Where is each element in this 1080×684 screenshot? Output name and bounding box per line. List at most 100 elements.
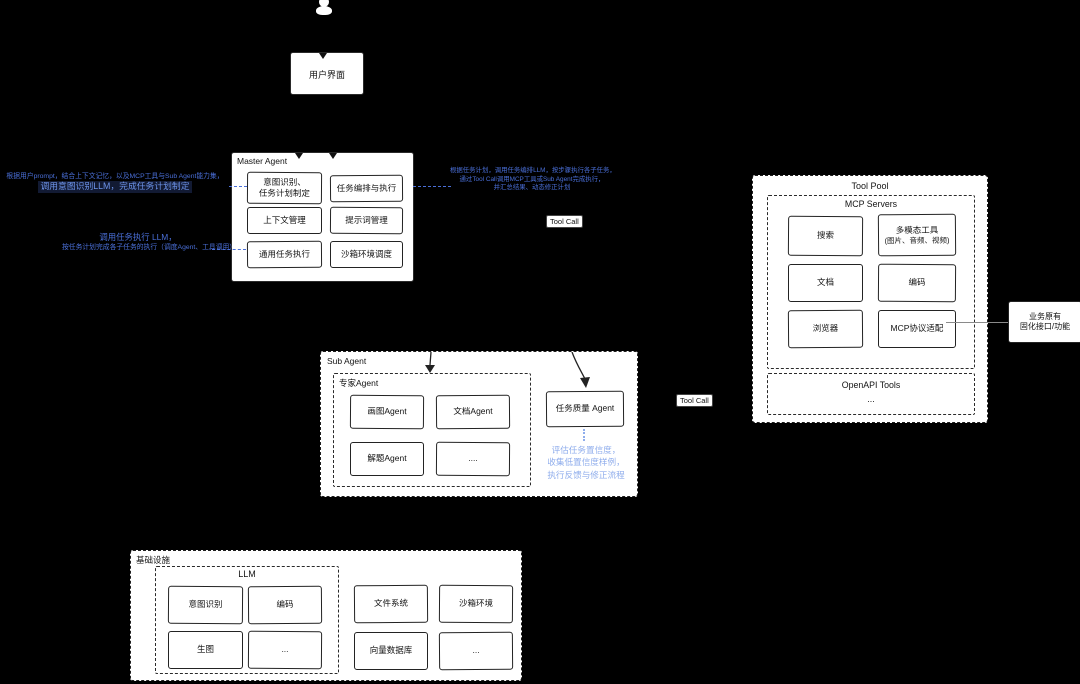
tool-browser: 浏览器 xyxy=(787,309,864,349)
annotation-orchestrate-line2: 通过Tool Call调用MCP工具或Sub Agent完成执行， xyxy=(459,175,605,183)
module-prompt: 提示词管理 xyxy=(329,206,404,235)
annotation-quality-line2: 收集低置信度样例， xyxy=(547,457,625,468)
tool-coding: 编码 xyxy=(877,263,957,303)
annotation-orchestrate-line1: 根据任务计划，调用任务编排LLM，按步骤执行各子任务， xyxy=(450,167,616,174)
tool-document: 文档 xyxy=(788,264,863,302)
arrow-down-icon xyxy=(319,53,327,59)
annotation-quality: 评估任务置信度， 收集低置信度样例， 执行反馈与修正流程 xyxy=(526,444,646,481)
annotation-quality-line1: 评估任务置信度， xyxy=(551,445,621,455)
llm-group: LLM 意图识别 编码 生图 ... xyxy=(155,566,339,674)
mcp-servers-group: MCP Servers 搜索 多模态工具 (图片、音频、视频) 文档 编码 浏览… xyxy=(767,195,975,369)
tool-multimodal: 多模态工具 (图片、音频、视频) xyxy=(877,213,957,257)
tool-pool-container: Tool Pool MCP Servers 搜索 多模态工具 (图片、音频、视频… xyxy=(752,175,988,423)
llm-label: ... xyxy=(281,644,289,655)
arrow-down-icon xyxy=(295,153,303,159)
legacy-label: 固化接口/功能 xyxy=(1019,322,1071,331)
sub-agent-container: Sub Agent 专家Agent 画图Agent 文档Agent 解题Agen… xyxy=(320,351,638,497)
tool-pool-title: Tool Pool xyxy=(851,181,889,191)
openapi-tools-more: ... xyxy=(867,394,875,404)
agent-drawing: 画图Agent xyxy=(349,394,425,430)
module-label: 沙箱环境调度 xyxy=(340,248,392,259)
tool-label: 浏览器 xyxy=(812,323,839,334)
module-general-task: 通用任务执行 xyxy=(246,240,323,269)
infra-label: 文件系统 xyxy=(373,598,409,609)
agent-label: .... xyxy=(468,453,478,464)
llm-intent: 意图识别 xyxy=(167,585,244,625)
tool-call-label: Tool Call xyxy=(546,215,583,228)
module-label: 任务编排与执行 xyxy=(336,182,397,194)
agent-document: 文档Agent xyxy=(435,394,511,430)
llm-more: ... xyxy=(247,630,323,670)
blue-dotted-connector xyxy=(583,429,585,441)
module-label: 提示词管理 xyxy=(345,214,388,226)
expert-agent-title: 专家Agent xyxy=(339,378,379,388)
tool-label: MCP协议适配 xyxy=(890,323,944,334)
tool-label: 搜索 xyxy=(816,230,835,241)
module-intent-plan: 意图识别、 任务计划制定 xyxy=(246,171,323,205)
person-body-icon xyxy=(316,6,332,15)
user-person-icon xyxy=(313,0,335,15)
annotation-execute-line1: 调用任务执行 LLM， xyxy=(99,232,177,242)
tool-search: 搜索 xyxy=(787,215,864,257)
blue-dash-connector xyxy=(229,186,247,187)
llm-title: LLM xyxy=(238,569,256,579)
master-agent-container: Master Agent 意图识别、 任务计划制定 任务编排与执行 上下文管理 … xyxy=(231,152,414,282)
expert-agent-group: 专家Agent 画图Agent 文档Agent 解题Agent .... xyxy=(333,373,531,487)
infrastructure-title: 基础设施 xyxy=(136,555,171,565)
task-quality-agent: 任务质量 Agent xyxy=(545,390,625,428)
legacy-label: 业务原有 xyxy=(1029,311,1061,321)
annotation-plan-line1: 根据用户prompt，结合上下文记忆，以及MCP工具与Sub Agent能力集， xyxy=(6,173,224,180)
user-interface-box: 用户界面 xyxy=(290,52,364,95)
tool-label: (图片、音频、视频) xyxy=(884,235,950,245)
infra-more: ... xyxy=(438,631,514,671)
module-label: 任务计划制定 xyxy=(258,187,310,199)
tool-call-label: Tool Call xyxy=(676,394,713,407)
module-label: 通用任务执行 xyxy=(258,248,311,260)
agent-more: .... xyxy=(435,441,511,477)
module-sandbox-dispatch: 沙箱环境调度 xyxy=(330,241,403,268)
infra-sandbox: 沙箱环境 xyxy=(438,584,514,624)
openapi-tools-title: OpenAPI Tools xyxy=(841,380,901,390)
annotation-orchestrate-line3: 并汇总结果、动态修正计划 xyxy=(493,184,571,192)
llm-image-gen: 生图 xyxy=(168,631,243,669)
llm-label: 意图识别 xyxy=(188,599,223,610)
llm-coding: 编码 xyxy=(247,585,323,625)
user-interface-label: 用户界面 xyxy=(308,70,345,80)
mcp-legacy-connector xyxy=(946,322,1008,323)
blue-dash-connector xyxy=(212,249,246,250)
annotation-execute: 调用任务执行 LLM， 按任务计划完成各子任务的执行（调度Agent、工具调用） xyxy=(62,232,237,252)
agent-label: 画图Agent xyxy=(367,406,407,417)
module-context: 上下文管理 xyxy=(247,207,322,234)
module-label: 上下文管理 xyxy=(263,214,306,225)
infra-file-system: 文件系统 xyxy=(353,584,429,624)
agent-label: 任务质量 Agent xyxy=(555,403,615,414)
annotation-plan: 根据用户prompt，结合上下文记忆，以及MCP工具与Sub Agent能力集，… xyxy=(0,172,230,193)
blue-dash-connector xyxy=(413,186,451,187)
annotation-plan-line2: 调用意图识别LLM，完成任务计划制定 xyxy=(38,181,192,193)
llm-label: 生图 xyxy=(196,644,214,655)
infrastructure-container: 基础设施 LLM 意图识别 编码 生图 ... 文件系统 沙箱环境 向量数据库 xyxy=(130,550,522,681)
person-head-icon xyxy=(319,0,329,7)
annotation-quality-line3: 执行反馈与修正流程 xyxy=(547,469,625,480)
agent-label: 文档Agent xyxy=(453,406,493,417)
agent-problem-solving: 解题Agent xyxy=(350,442,424,476)
infra-label: 沙箱环境 xyxy=(458,598,494,609)
mcp-servers-title: MCP Servers xyxy=(844,199,898,209)
infra-label: ... xyxy=(472,645,480,656)
module-orchestration: 任务编排与执行 xyxy=(329,174,404,203)
arrow-down-icon xyxy=(329,153,337,159)
llm-label: 编码 xyxy=(276,599,294,610)
agent-label: 解题Agent xyxy=(367,453,407,464)
annotation-execute-line2: 按任务计划完成各子任务的执行（调度Agent、工具调用） xyxy=(62,243,237,251)
tool-label: 多模态工具 xyxy=(895,224,939,235)
infra-vector-db: 向量数据库 xyxy=(354,632,428,670)
tool-label: 文档 xyxy=(816,277,834,288)
legacy-interface-box: 业务原有 固化接口/功能 xyxy=(1008,301,1080,343)
master-agent-title: Master Agent xyxy=(237,156,288,166)
module-label: 意图识别、 xyxy=(263,176,306,188)
openapi-tools-group: OpenAPI Tools ... xyxy=(767,373,975,415)
tool-label: 编码 xyxy=(908,277,926,288)
sub-agent-title: Sub Agent xyxy=(327,356,367,366)
infra-label: 向量数据库 xyxy=(369,645,413,656)
